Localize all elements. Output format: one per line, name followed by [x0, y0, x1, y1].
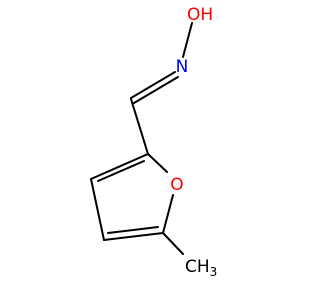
bond-c5-ch3 [162, 232, 184, 255]
bond-c4-c5-inner [107, 226, 159, 234]
bond-n-c-double-inner [133, 76, 179, 104]
bond-c2-c3-inner [97, 160, 145, 182]
atom-labels: OH N O CH3 [170, 5, 217, 279]
nitrogen-label: N [176, 57, 189, 77]
bond-c-c2 [130, 98, 149, 155]
bond-c4-c5-outer [103, 232, 164, 241]
bond-c2-c3-outer [90, 153, 149, 180]
ring-oxygen-label: O [170, 175, 183, 195]
bond-o-c2 [147, 153, 168, 173]
bond-n-c-double-outer [130, 71, 176, 99]
methyl-label: CH3 [185, 257, 217, 279]
bonds [90, 22, 193, 255]
bond-c3-c4 [90, 178, 105, 241]
bond-c5-o [162, 194, 174, 234]
molecule-diagram: OH N O CH3 [90, 5, 217, 279]
bond-o-n [182, 22, 193, 58]
hydroxyl-label: OH [187, 5, 213, 25]
